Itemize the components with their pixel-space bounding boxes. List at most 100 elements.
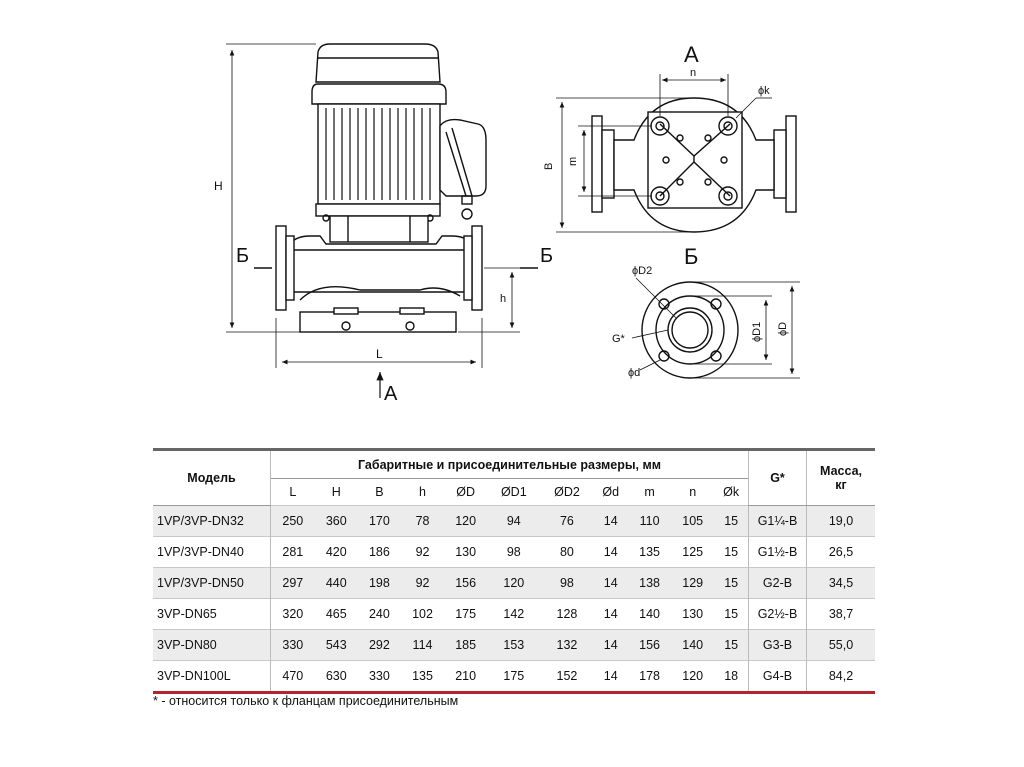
dimension-cell: 76 [540,505,594,537]
dimension-cell: 15 [714,536,749,568]
dimension-cell: 142 [487,598,541,630]
dimension-cell: 120 [487,567,541,599]
dimension-cell: 120 [671,660,715,694]
dimension-cell: 320 [270,598,315,630]
view-a-top-label: А [684,42,699,67]
dimension-cell: 135 [628,536,672,568]
dimension-cell: 102 [400,598,445,630]
footnote: * - относится только к фланцам присоедин… [153,694,459,708]
dimension-cell: 130 [444,536,488,568]
dim-D2-label: ϕD2 [632,265,652,277]
dimension-cell: 330 [357,660,401,694]
dim-h-label: h [500,293,506,305]
section-b-view-label: Б [684,244,698,269]
mass-header-line2: кг [835,478,847,492]
dimension-cell: 140 [628,598,672,630]
dimension-cell: 292 [357,629,401,661]
dimension-cell: 420 [314,536,358,568]
dimensions-table: Модель Габаритные и присоединительные ра… [153,448,875,694]
dimension-cell: 170 [357,505,401,537]
g-column-header: G* [748,448,807,506]
mass-column-header: Масса, кг [806,448,875,506]
dimension-cell: 175 [444,598,488,630]
thread-cell: G2-B [748,567,807,599]
thread-cell: G3-B [748,629,807,661]
dimension-cell: 98 [487,536,541,568]
dim-D-label: ϕD [777,322,789,336]
dimension-cell: 465 [314,598,358,630]
model-cell: 1VP/3VP-DN50 [153,567,271,599]
dimension-cell: 152 [540,660,594,694]
dimension-cell: 198 [357,567,401,599]
dimension-cell: 14 [593,660,628,694]
dimension-column-header: Ød [593,478,628,506]
model-cell: 3VP-DN65 [153,598,271,630]
side-view-dimensions [226,43,538,398]
model-column-header: Модель [153,448,271,506]
dimension-cell: 130 [671,598,715,630]
dimension-cell: 330 [270,629,315,661]
dimension-cell: 185 [444,629,488,661]
dimension-column-header: m [628,478,672,506]
dimension-cell: 240 [357,598,401,630]
dim-m-label: m [567,157,579,166]
dim-G-label: G* [612,333,626,345]
dimension-cell: 630 [314,660,358,694]
dimension-column-header: B [357,478,401,506]
dimension-cell: 297 [270,567,315,599]
dimension-cell: 15 [714,505,749,537]
flange-dimensions [631,277,800,379]
view-a-bottom-label: А [384,383,398,405]
mass-header-line1: Масса, [820,464,862,478]
dim-H-label: H [214,179,223,193]
dimension-cell: 120 [444,505,488,537]
dimension-cell: 15 [714,567,749,599]
mass-cell: 84,2 [806,660,875,694]
dimension-cell: 186 [357,536,401,568]
dimension-cell: 94 [487,505,541,537]
dimension-cell: 281 [270,536,315,568]
dimension-cell: 92 [400,536,445,568]
dim-L-label: L [376,347,383,361]
dimension-cell: 14 [593,598,628,630]
dim-B-label: B [543,163,555,170]
dimension-cell: 14 [593,536,628,568]
dimension-column-header: ØD [444,478,488,506]
dim-n-label: n [690,67,696,79]
pump-top-view-a [591,97,797,233]
dimension-cell: 114 [400,629,445,661]
dimension-cell: 129 [671,567,715,599]
mass-cell: 34,5 [806,567,875,599]
model-cell: 3VP-DN100L [153,660,271,694]
dimension-cell: 132 [540,629,594,661]
mass-cell: 26,5 [806,536,875,568]
dimension-cell: 178 [628,660,672,694]
thread-cell: G1½-B [748,536,807,568]
dimension-cell: 105 [671,505,715,537]
dimensions-group-header: Габаритные и присоединительные размеры, … [270,448,749,479]
top-view-dimensions [556,74,772,233]
dimension-column-header: Øk [714,478,749,506]
dimension-cell: 210 [444,660,488,694]
dimension-cell: 175 [487,660,541,694]
dimension-cell: 78 [400,505,445,537]
dimension-cell: 125 [671,536,715,568]
dimension-cell: 440 [314,567,358,599]
dimension-cell: 470 [270,660,315,694]
dimension-column-header: n [671,478,715,506]
dimension-cell: 15 [714,629,749,661]
model-cell: 1VP/3VP-DN40 [153,536,271,568]
pump-technical-drawing: H L h Б Б А А n ϕk B m [214,42,800,405]
mass-cell: 38,7 [806,598,875,630]
thread-cell: G2½-B [748,598,807,630]
dimension-cell: 14 [593,505,628,537]
dimension-cell: 135 [400,660,445,694]
dimension-cell: 80 [540,536,594,568]
section-b-left-label: Б [236,245,249,267]
dimension-cell: 128 [540,598,594,630]
